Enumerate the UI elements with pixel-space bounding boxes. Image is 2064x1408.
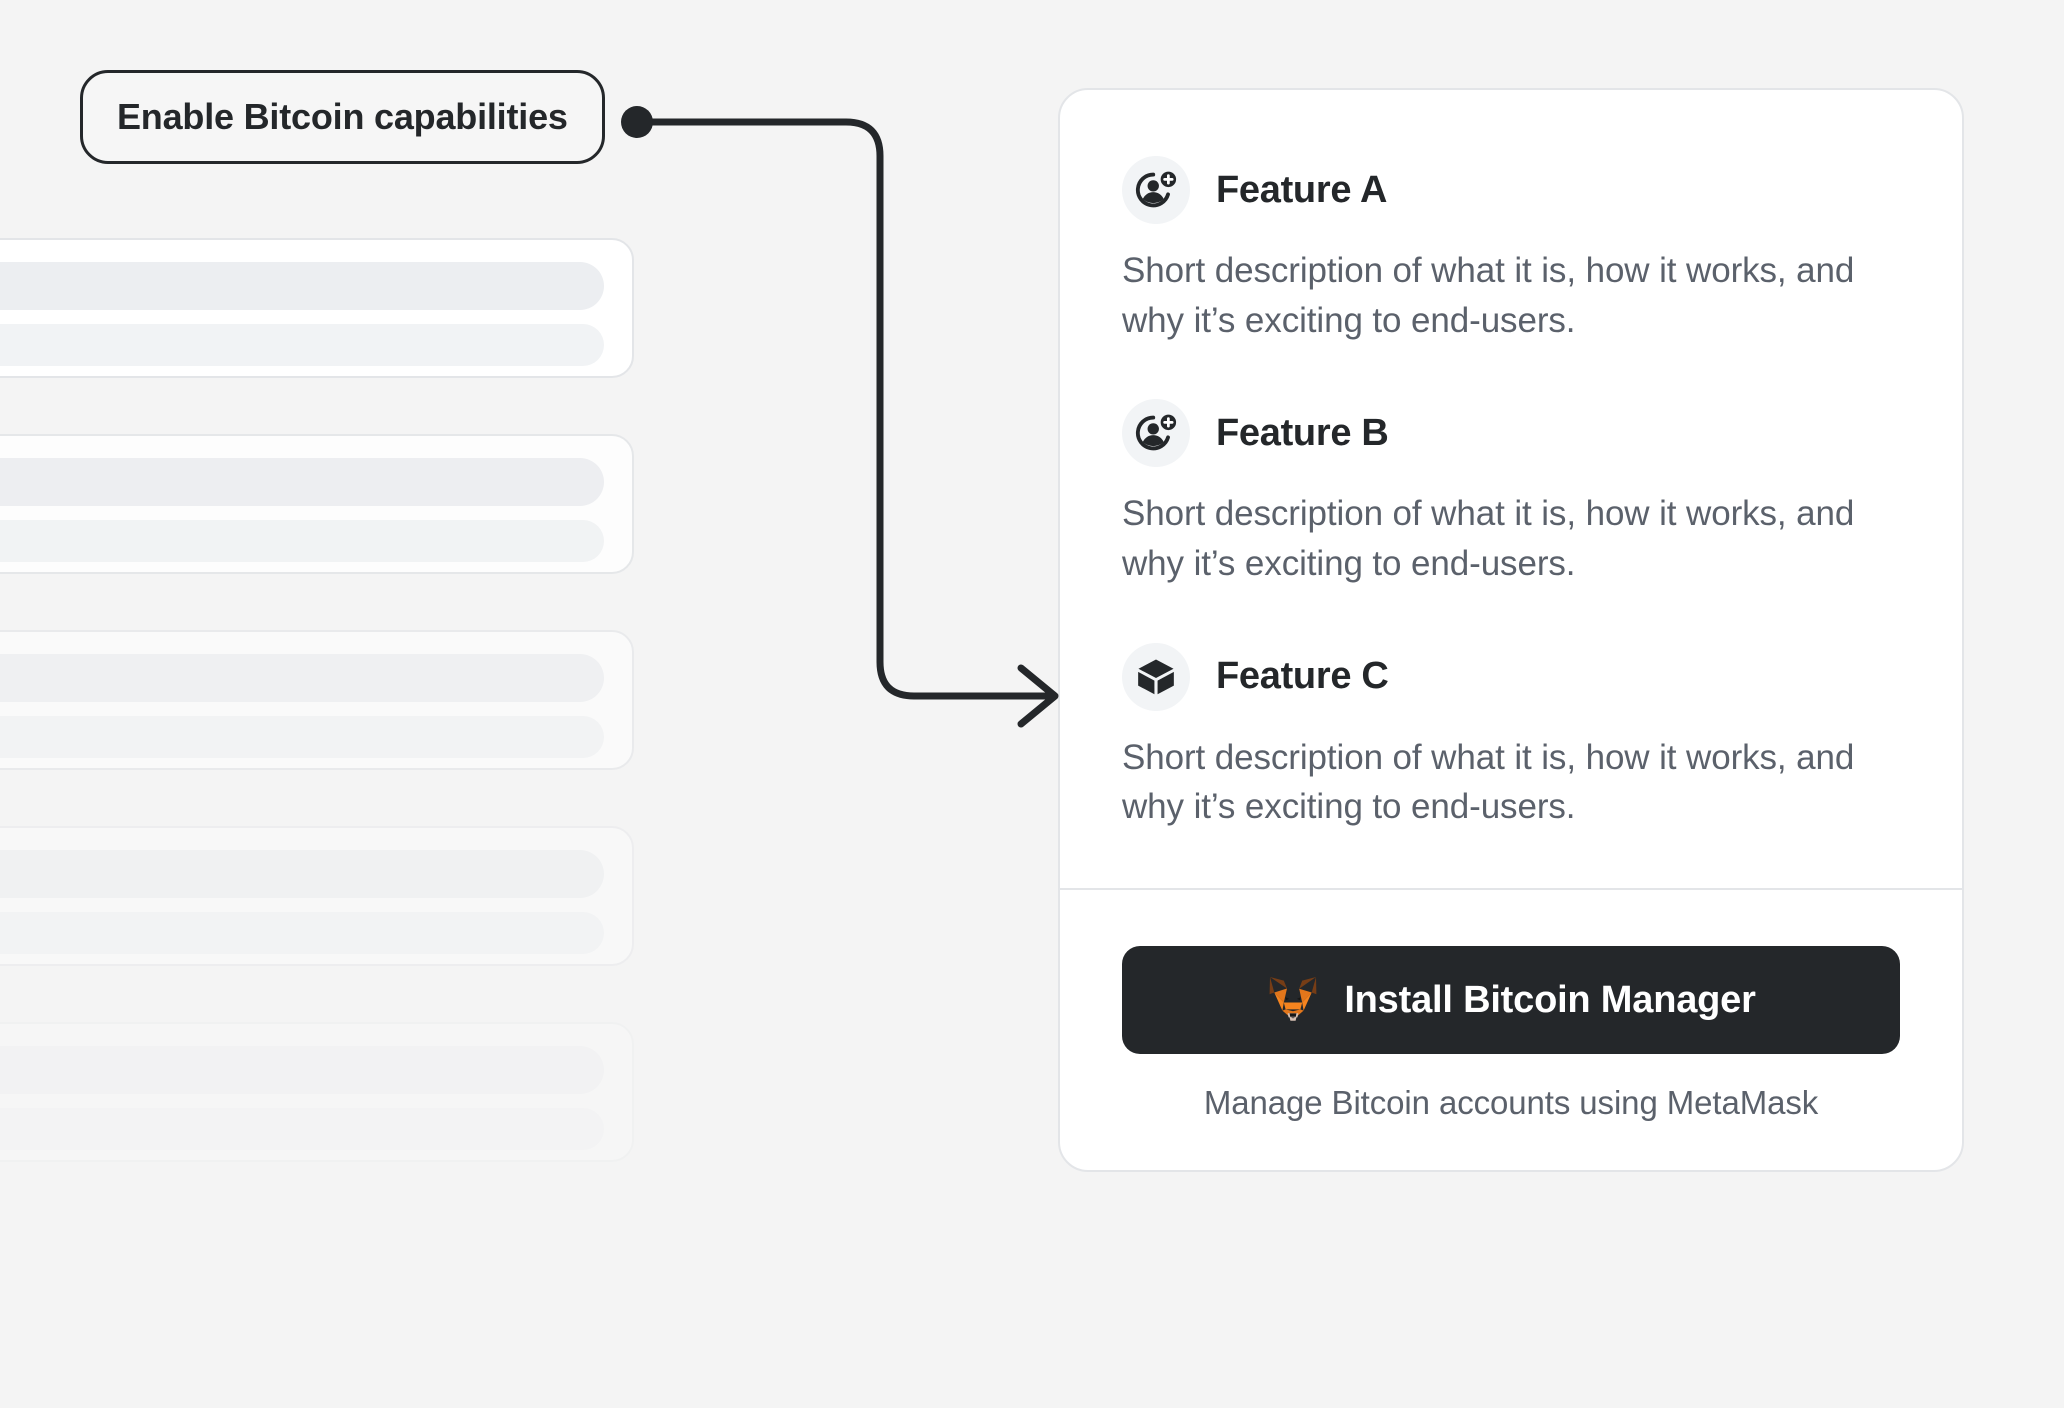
callout-pill-label: Enable Bitcoin capabilities (117, 96, 568, 137)
skeleton-bar-primary (0, 458, 604, 506)
feature-title: Feature B (1216, 411, 1389, 454)
skeleton-bar-primary (0, 262, 604, 310)
skeleton-bar-secondary (0, 912, 604, 954)
feature-title: Feature C (1216, 655, 1389, 698)
feature-header: Feature C (1122, 642, 1900, 711)
skeleton-bar-primary (0, 850, 604, 898)
feature-card: Feature A Short description of what it i… (1058, 88, 1964, 1173)
feature-item: Feature A Short description of what it i… (1122, 156, 1900, 345)
feature-item: Feature B Short description of what it i… (1122, 399, 1900, 588)
connector-path (633, 118, 1056, 700)
card-divider (1060, 888, 1962, 891)
skeleton-bar-primary (0, 654, 604, 702)
skeleton-bar-secondary (0, 520, 604, 562)
skeleton-card-list (0, 238, 634, 1218)
feature-list: Feature A Short description of what it i… (1060, 90, 1962, 888)
skeleton-card (0, 434, 634, 574)
skeleton-bar-primary (0, 1046, 604, 1094)
skeleton-bar-secondary (0, 1108, 604, 1150)
feature-description: Short description of what it is, how it … (1122, 251, 1855, 340)
skeleton-card (0, 630, 634, 770)
cube-icon (1122, 642, 1190, 711)
callout-pill[interactable]: Enable Bitcoin capabilities (80, 70, 605, 164)
add-user-icon (1122, 399, 1190, 468)
skeleton-card (0, 238, 634, 378)
feature-title: Feature A (1216, 168, 1388, 211)
metamask-fox-icon (1266, 975, 1320, 1025)
connector-dot (621, 106, 653, 138)
feature-description: Short description of what it is, how it … (1122, 737, 1855, 827)
skeleton-card (0, 1022, 634, 1162)
add-user-icon (1122, 156, 1190, 224)
skeleton-bar-secondary (0, 324, 604, 366)
arrowhead-icon (1017, 664, 1059, 728)
skeleton-bar-secondary (0, 716, 604, 758)
install-caption: Manage Bitcoin accounts using MetaMask (1203, 1084, 1819, 1122)
feature-header: Feature B (1122, 399, 1900, 468)
feature-item: Feature C Short description of what it i… (1122, 642, 1900, 832)
feature-header: Feature A (1122, 156, 1900, 224)
install-bitcoin-manager-button[interactable]: Install Bitcoin Manager (1122, 946, 1900, 1055)
feature-description: Short description of what it is, how it … (1122, 494, 1855, 584)
card-footer: Install Bitcoin Manager Manage Bitcoin a… (1060, 890, 1962, 1170)
install-button-label: Install Bitcoin Manager (1344, 978, 1756, 1021)
skeleton-card (0, 826, 634, 966)
